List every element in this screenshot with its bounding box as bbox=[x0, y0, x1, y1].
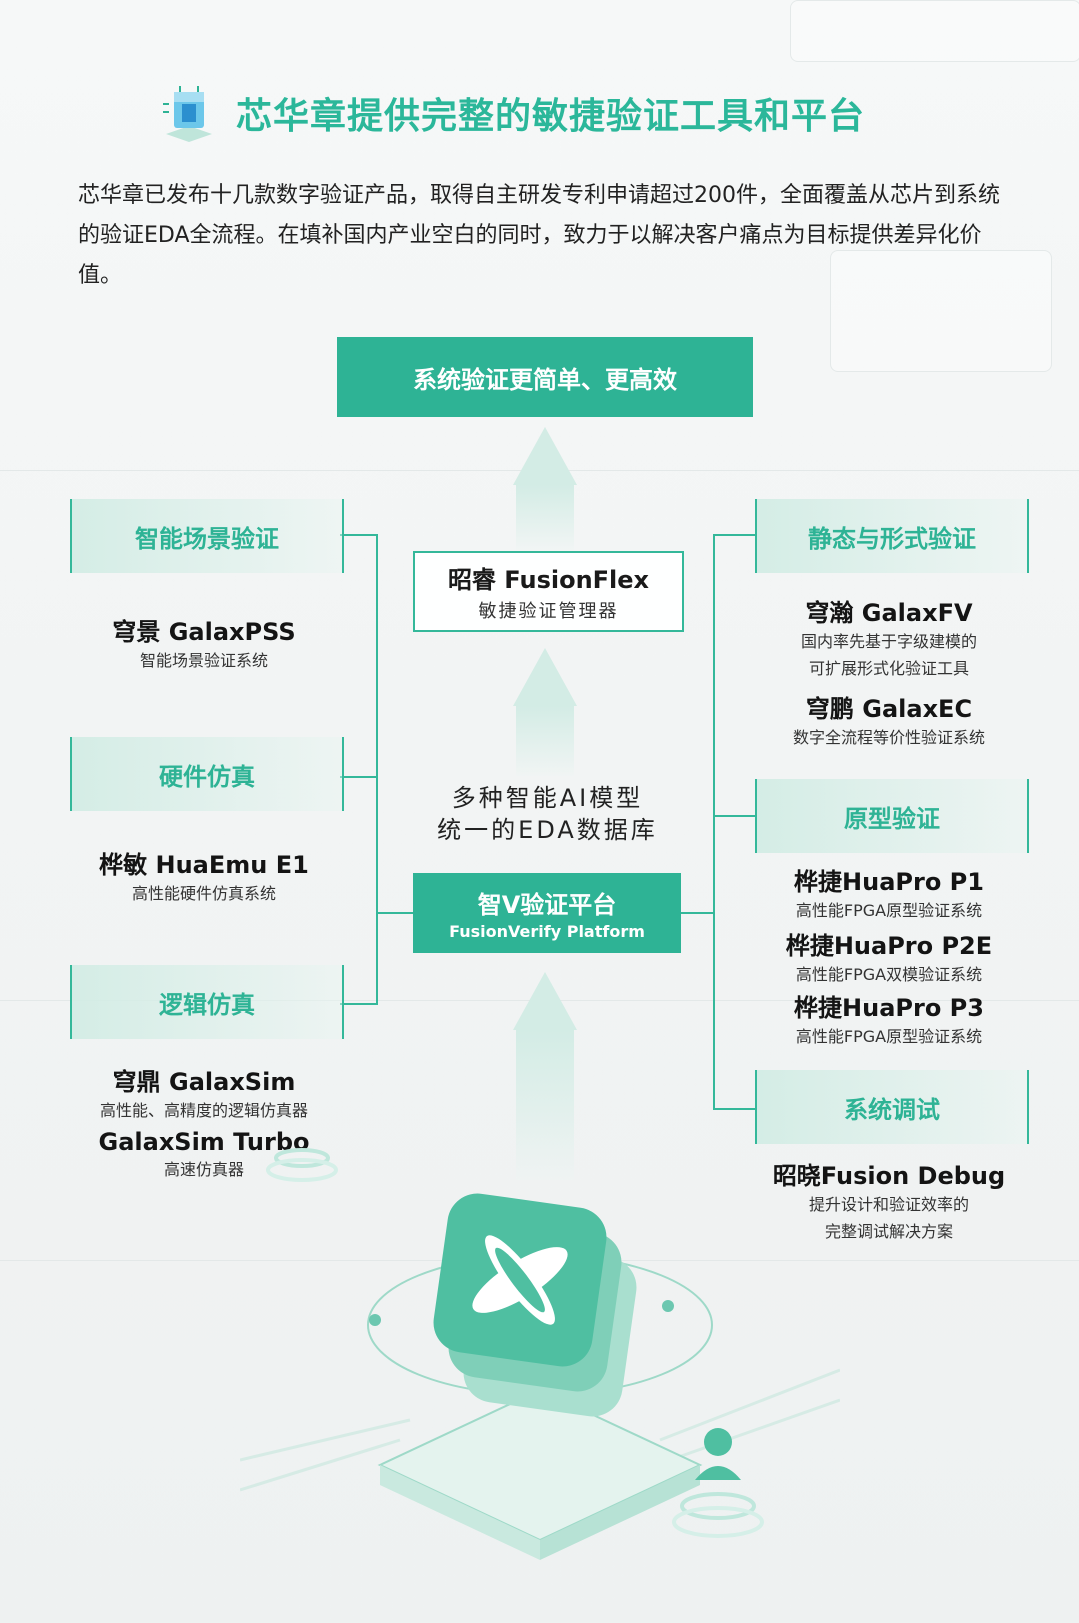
product-desc: 高性能FPGA双模验证系统 bbox=[795, 965, 983, 984]
product-galaxsim: 穹鼎 GalaxSim 高性能、高精度的逻辑仿真器 bbox=[54, 1062, 354, 1124]
category-label: 静态与形式验证 bbox=[808, 524, 976, 553]
product-desc: 智能场景验证系统 bbox=[139, 651, 268, 670]
connector-line bbox=[681, 912, 715, 914]
category-label: 硬件仿真 bbox=[159, 762, 255, 791]
product-desc: 高性能FPGA原型验证系统 bbox=[795, 1027, 983, 1046]
background-panel bbox=[830, 250, 1052, 372]
product-galaxec: 穹鹏 GalaxEC 数字全流程等价性验证系统 bbox=[739, 689, 1039, 751]
product-name: GalaxSim Turbo bbox=[98, 1128, 310, 1156]
manager-name: 昭睿 FusionFlex bbox=[447, 566, 650, 594]
platform-name: 智V验证平台 bbox=[477, 891, 617, 919]
category-label: 逻辑仿真 bbox=[159, 990, 255, 1019]
category-static-formal: 静态与形式验证 bbox=[755, 499, 1029, 573]
connector-line bbox=[376, 912, 413, 914]
title-row: 芯华章提供完整的敏捷验证工具和平台 bbox=[160, 78, 920, 148]
category-system-debug: 系统调试 bbox=[755, 1070, 1029, 1144]
goal-label: 系统验证更简单、更高效 bbox=[413, 365, 677, 394]
manager-desc: 敏捷验证管理器 bbox=[478, 601, 619, 622]
arrow-up-icon bbox=[513, 972, 577, 1030]
product-desc: 国内率先基于字级建模的 bbox=[800, 632, 977, 651]
product-huaemu-e1: 桦敏 HuaEmu E1 高性能硬件仿真系统 bbox=[54, 845, 354, 907]
page-title: 芯华章提供完整的敏捷验证工具和平台 bbox=[236, 96, 866, 137]
product-huapro-p3: 桦捷HuaPro P3 高性能FPGA原型验证系统 bbox=[739, 988, 1039, 1050]
product-name: 桦捷HuaPro P3 bbox=[794, 994, 984, 1022]
middle-text: 多种智能AI模型 统一的EDA数据库 bbox=[400, 782, 695, 846]
product-name: 穹景 GalaxPSS bbox=[112, 618, 296, 646]
product-desc: 高性能FPGA原型验证系统 bbox=[795, 901, 983, 920]
arrow-shaft bbox=[516, 706, 574, 776]
connector-line bbox=[340, 534, 378, 536]
product-galaxsim-turbo: GalaxSim Turbo 高速仿真器 bbox=[54, 1128, 354, 1183]
product-desc: 完整调试解决方案 bbox=[824, 1222, 953, 1241]
product-desc: 高性能硬件仿真系统 bbox=[131, 884, 276, 903]
manager-box: 昭睿 FusionFlex 敏捷验证管理器 bbox=[413, 551, 684, 632]
category-label: 系统调试 bbox=[844, 1095, 940, 1124]
intro-paragraph: 芯华章已发布十几款数字验证产品，取得自主研发专利申请超过200件，全面覆盖从芯片… bbox=[78, 183, 1000, 288]
product-huapro-p2e: 桦捷HuaPro P2E 高性能FPGA双模验证系统 bbox=[739, 926, 1039, 988]
category-logic-simulation: 逻辑仿真 bbox=[70, 965, 344, 1039]
platform-box: 智V验证平台 FusionVerify Platform bbox=[413, 873, 681, 953]
arrow-up-icon bbox=[513, 648, 577, 706]
product-desc: 可扩展形式化验证工具 bbox=[808, 659, 969, 678]
product-desc: 数字全流程等价性验证系统 bbox=[792, 728, 985, 747]
arrow-shaft bbox=[516, 485, 574, 551]
category-prototyping: 原型验证 bbox=[755, 779, 1029, 853]
platform-name-en: FusionVerify Platform bbox=[449, 922, 645, 941]
category-label: 智能场景验证 bbox=[135, 524, 279, 553]
background-panel bbox=[790, 0, 1079, 62]
product-name: 穹鼎 GalaxSim bbox=[112, 1068, 296, 1096]
middle-line: 统一的EDA数据库 bbox=[437, 816, 658, 844]
category-smart-scenario: 智能场景验证 bbox=[70, 499, 344, 573]
product-fusion-debug: 昭晓Fusion Debug 提升设计和验证效率的 完整调试解决方案 bbox=[739, 1156, 1039, 1245]
product-desc: 高速仿真器 bbox=[163, 1160, 244, 1179]
connector-line bbox=[713, 815, 755, 817]
category-hardware-emulation: 硬件仿真 bbox=[70, 737, 344, 811]
product-galaxfv: 穹瀚 GalaxFV 国内率先基于字级建模的 可扩展形式化验证工具 bbox=[739, 593, 1039, 682]
connector-line bbox=[376, 534, 378, 1004]
product-name: 桦敏 HuaEmu E1 bbox=[99, 851, 309, 879]
connector-line bbox=[340, 776, 378, 778]
logo-chip-illustration bbox=[240, 1148, 840, 1560]
product-name: 穹鹏 GalaxEC bbox=[805, 695, 973, 723]
middle-line: 多种智能AI模型 bbox=[451, 784, 644, 812]
product-galaxpss: 穹景 GalaxPSS 智能场景验证系统 bbox=[54, 612, 354, 674]
connector-line bbox=[713, 534, 715, 1110]
product-name: 桦捷HuaPro P1 bbox=[794, 868, 984, 896]
product-desc: 提升设计和验证效率的 bbox=[808, 1195, 969, 1214]
chip-cube-icon bbox=[163, 86, 212, 142]
connector-line bbox=[713, 534, 755, 536]
goal-box: 系统验证更简单、更高效 bbox=[337, 337, 753, 417]
connector-line bbox=[340, 1003, 378, 1005]
product-name: 穹瀚 GalaxFV bbox=[805, 599, 973, 627]
product-desc: 高性能、高精度的逻辑仿真器 bbox=[99, 1101, 308, 1120]
product-name: 昭晓Fusion Debug bbox=[772, 1162, 1006, 1190]
category-label: 原型验证 bbox=[844, 804, 940, 833]
product-name: 桦捷HuaPro P2E bbox=[785, 932, 993, 960]
arrow-shaft bbox=[516, 1030, 574, 1180]
arrow-up-icon bbox=[513, 427, 577, 485]
connector-line bbox=[713, 1108, 755, 1110]
product-huapro-p1: 桦捷HuaPro P1 高性能FPGA原型验证系统 bbox=[739, 862, 1039, 924]
